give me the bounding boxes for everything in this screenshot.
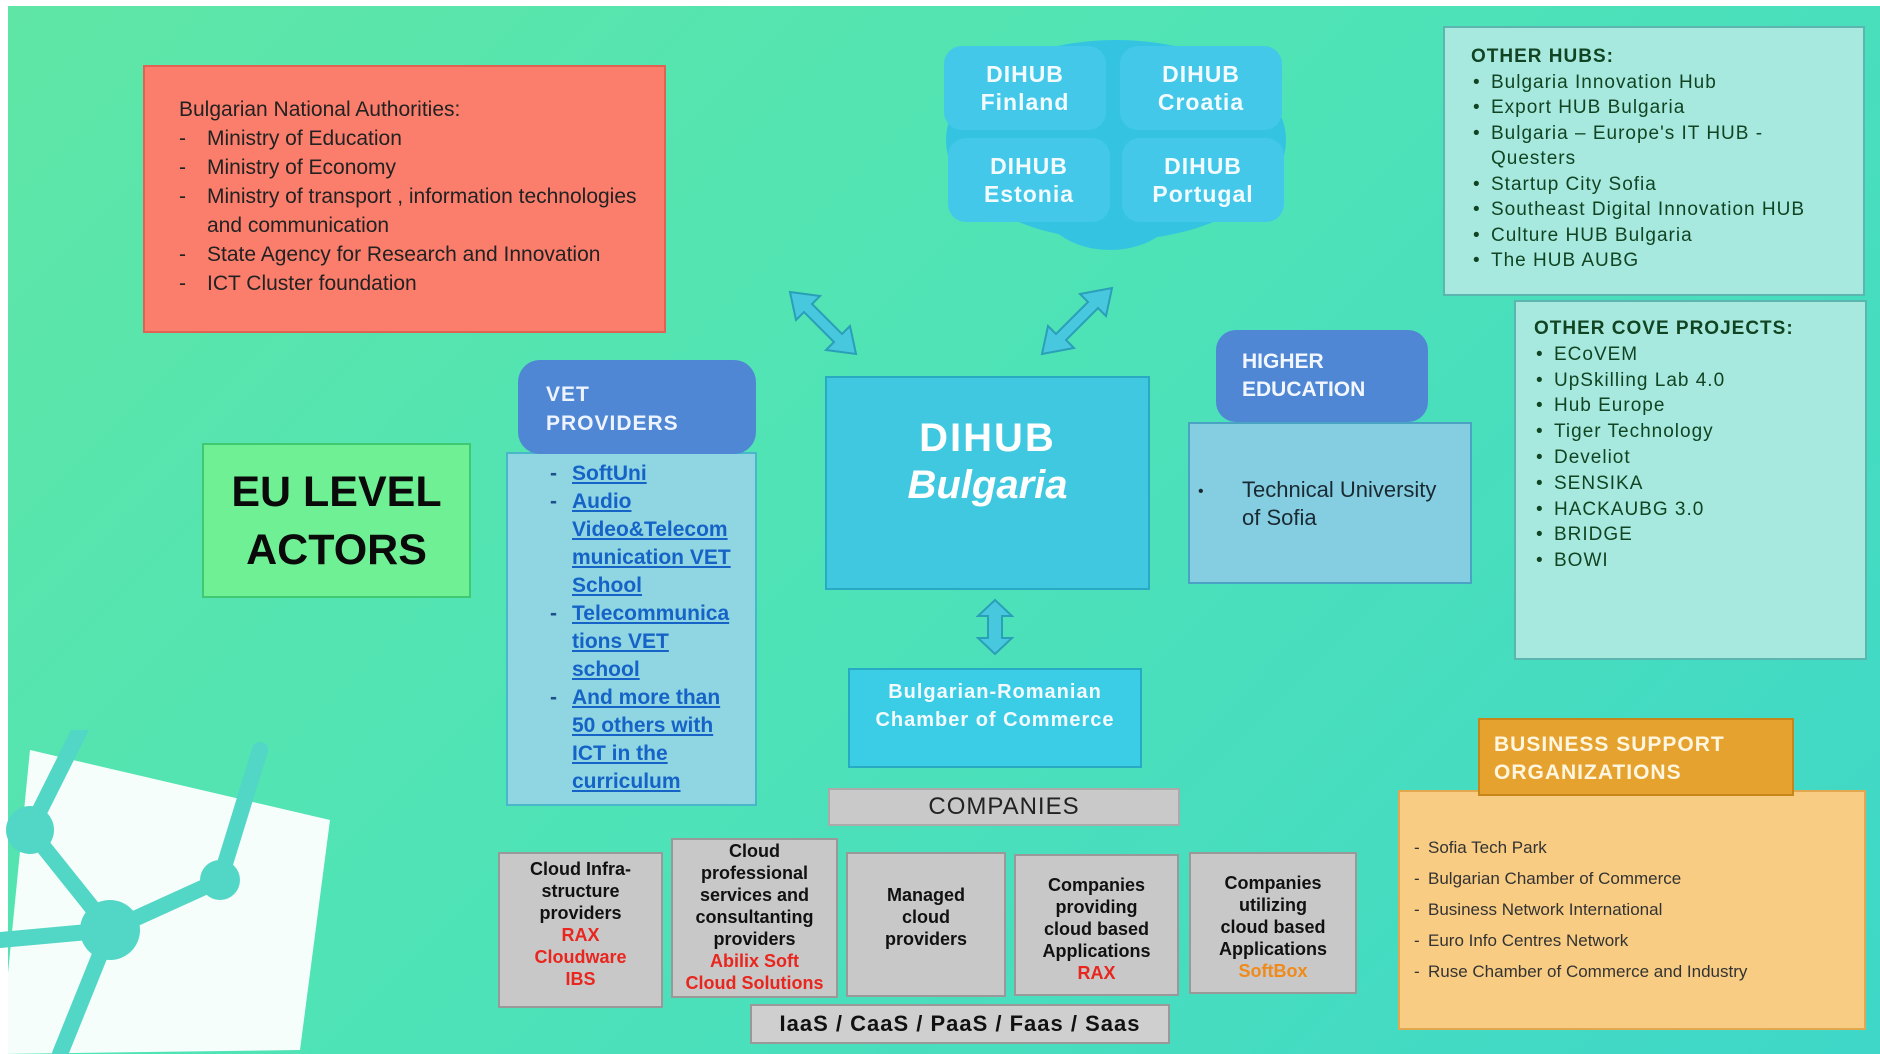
- cove-project-item: SENSIKA: [1534, 471, 1855, 497]
- he-item-line: of Sofia: [1242, 505, 1317, 530]
- cove-project-item: Hub Europe: [1534, 393, 1855, 419]
- company-category-cloud-apps-providers: Companies providing cloud based Applicat…: [1014, 854, 1179, 996]
- companies-label: COMPANIES: [828, 788, 1180, 826]
- other-hub-item: The HUB AUBG: [1471, 248, 1853, 274]
- vet-link-softuni[interactable]: SoftUni: [572, 462, 647, 485]
- chamber-line: Bulgarian-Romanian: [888, 681, 1102, 703]
- softbox-logo-text: SoftBox: [1238, 961, 1308, 981]
- other-hub-item: Bulgaria Innovation Hub: [1471, 70, 1853, 96]
- business-support-box: Sofia Tech Park Bulgarian Chamber of Com…: [1398, 790, 1866, 1030]
- service-models-bar: IaaS / CaaS / PaaS / Faas / Saas: [750, 1004, 1170, 1044]
- company-category-professional-services: Cloud professional services and consulta…: [671, 838, 838, 998]
- other-hubs-title: OTHER HUBS:: [1471, 46, 1614, 67]
- chamber-line: Chamber of Commerce: [875, 709, 1115, 731]
- other-hubs-box: OTHER HUBS: Bulgaria Innovation Hub Expo…: [1443, 26, 1865, 296]
- other-hub-item: Startup City Sofia: [1471, 172, 1853, 198]
- other-hub-item: Culture HUB Bulgaria: [1471, 223, 1853, 249]
- authority-item: Ministry of Education: [179, 124, 640, 153]
- bullet-icon: •: [1198, 483, 1204, 500]
- bso-header-line: BUSINESS SUPPORT: [1494, 733, 1725, 756]
- vertical-double-arrow-icon: [976, 598, 1014, 656]
- cove-project-item: BRIDGE: [1534, 522, 1855, 548]
- other-hub-item: Bulgaria – Europe's IT HUB - Questers: [1471, 121, 1853, 172]
- cove-project-item: UpSkilling Lab 4.0: [1534, 368, 1855, 394]
- double-arrow-icon: [1040, 286, 1114, 356]
- other-hub-item: Export HUB Bulgaria: [1471, 95, 1853, 121]
- business-support-item: Business Network International: [1414, 894, 1854, 925]
- chamber-of-commerce-box: Bulgarian-Romanian Chamber of Commerce: [848, 668, 1142, 768]
- double-arrow-icon: [788, 290, 858, 356]
- center-subtitle: Bulgaria: [907, 463, 1068, 507]
- vet-header-line: PROVIDERS: [546, 412, 679, 435]
- higher-education-header: HIGHER EDUCATION: [1216, 330, 1428, 422]
- vet-header-line: VET: [546, 383, 590, 406]
- other-cove-projects-box: OTHER COVE PROJECTS: ECoVEM UpSkilling L…: [1514, 300, 1867, 660]
- network-graphic: [0, 730, 330, 1054]
- vet-item: SoftUni: [530, 460, 755, 488]
- eu-actors-line: ACTORS: [246, 526, 427, 574]
- authority-item: Ministry of transport , information tech…: [179, 182, 640, 240]
- authority-item: State Agency for Research and Innovation: [179, 240, 640, 269]
- company-category-managed-cloud: Managed cloud providers: [846, 852, 1006, 997]
- cove-project-item: Tiger Technology: [1534, 419, 1855, 445]
- business-support-item: Sofia Tech Park: [1414, 832, 1854, 863]
- national-authorities-box: Bulgarian National Authorities: Ministry…: [143, 65, 666, 333]
- company-category-cloud-apps-users: Companies utilizing cloud based Applicat…: [1189, 852, 1357, 994]
- business-support-item: Ruse Chamber of Commerce and Industry: [1414, 956, 1854, 987]
- cove-project-item: BOWI: [1534, 548, 1855, 574]
- cove-project-item: Develiot: [1534, 445, 1855, 471]
- eu-level-actors-box: EU LEVEL ACTORS: [202, 443, 471, 598]
- he-header-line: HIGHER: [1242, 350, 1324, 373]
- eu-actors-line: EU LEVEL: [231, 468, 442, 516]
- dihub-bulgaria-box: DIHUB Bulgaria: [825, 376, 1150, 590]
- authority-item: Ministry of Economy: [179, 153, 640, 182]
- other-cove-title: OTHER COVE PROJECTS:: [1534, 318, 1794, 339]
- authority-item: ICT Cluster foundation: [179, 269, 640, 298]
- business-support-header: BUSINESS SUPPORT ORGANIZATIONS: [1478, 718, 1794, 796]
- he-item-line: Technical University: [1242, 477, 1437, 502]
- vet-providers-header: VET PROVIDERS: [518, 360, 756, 454]
- he-header-line: EDUCATION: [1242, 378, 1366, 401]
- business-support-item: Bulgarian Chamber of Commerce: [1414, 863, 1854, 894]
- higher-education-box: • Technical University of Sofia: [1188, 422, 1472, 584]
- company-category-cloud-infrastructure: Cloud Infra- structure providers RAX Clo…: [498, 852, 663, 1008]
- cove-project-item: HACKAUBG 3.0: [1534, 497, 1855, 523]
- other-hub-item: Southeast Digital Innovation HUB: [1471, 197, 1853, 223]
- business-support-item: Euro Info Centres Network: [1414, 925, 1854, 956]
- bso-header-line: ORGANIZATIONS: [1494, 761, 1682, 784]
- cove-project-item: ECoVEM: [1534, 342, 1855, 368]
- authorities-heading: Bulgarian National Authorities:: [179, 98, 461, 121]
- center-title: DIHUB: [919, 416, 1056, 460]
